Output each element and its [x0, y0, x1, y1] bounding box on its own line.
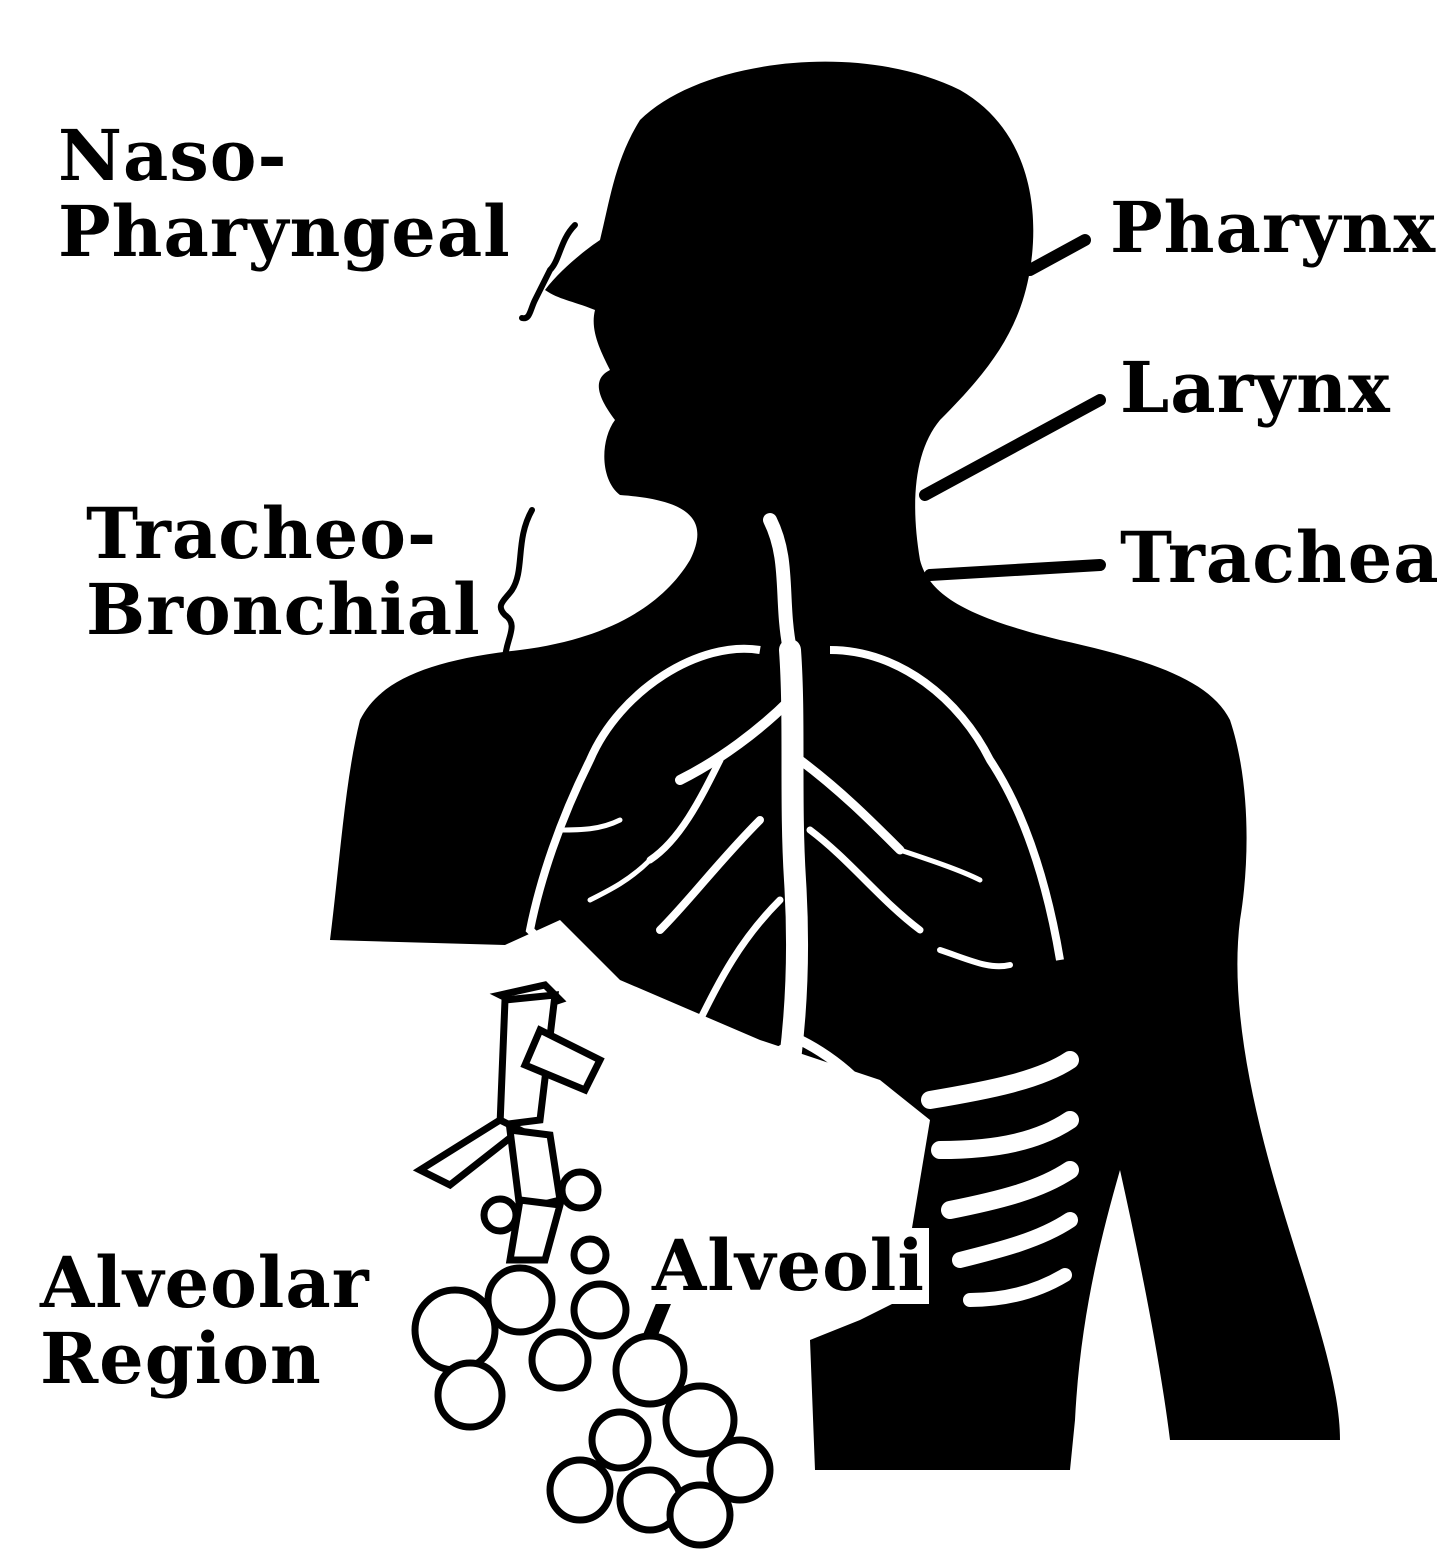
alveolar-region-line-2: Region: [40, 1321, 370, 1397]
trachea-pointer: [930, 565, 1100, 575]
tracheo-bronchial-bracket: [501, 510, 532, 660]
tracheo-bronchial-label: Tracheo- Bronchial: [86, 496, 481, 648]
trachea-label: Trachea: [1120, 520, 1440, 596]
naso-pharyngeal-label: Naso- Pharyngeal: [58, 118, 511, 270]
tracheo-bronchial-line-2: Bronchial: [86, 572, 481, 648]
naso-pharyngeal-line-2: Pharyngeal: [58, 194, 511, 270]
alveolar-region-label: Alveolar Region: [40, 1245, 370, 1397]
pharynx-pointer: [1030, 240, 1085, 270]
larynx-pointer: [925, 400, 1100, 495]
larynx-label: Larynx: [1120, 350, 1391, 426]
alveolar-region-line-1: Alveolar: [40, 1245, 370, 1321]
tracheo-bronchial-line-1: Tracheo-: [86, 496, 481, 572]
pharynx-label: Pharynx: [1110, 190, 1436, 266]
alveoli-label: Alveoli: [648, 1228, 929, 1304]
naso-pharyngeal-line-1: Naso-: [58, 118, 511, 194]
